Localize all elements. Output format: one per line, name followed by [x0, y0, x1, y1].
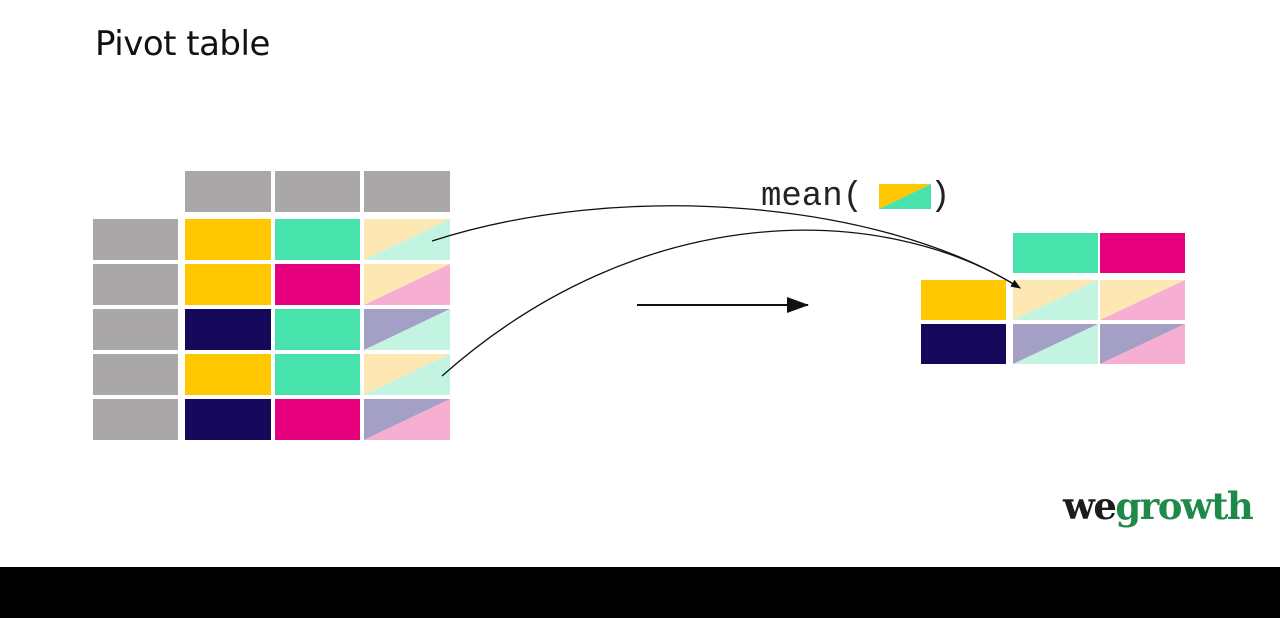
source-cell-col1	[185, 264, 271, 305]
formula-prefix: mean(	[761, 178, 863, 216]
source-column-header	[185, 171, 271, 212]
source-cell-value-lower	[364, 264, 450, 305]
source-row-header	[93, 354, 178, 395]
source-cell-col2	[275, 354, 360, 395]
connector-curve-bottom	[441, 229, 1021, 377]
pivot-diagram: mean( )	[93, 171, 1185, 440]
connector-curve-top	[431, 205, 1021, 289]
page-title: Pivot table	[95, 24, 270, 64]
formula-suffix: )	[930, 178, 950, 216]
source-cell-value	[364, 264, 450, 305]
result-row-header	[921, 280, 1006, 320]
slide: Pivot table mean( ) wegrowth	[93, 24, 1254, 525]
result-table	[921, 233, 1185, 364]
result-column-header	[1100, 233, 1185, 273]
source-cell-col1	[185, 219, 271, 260]
source-table	[93, 171, 450, 440]
source-cell-col2	[275, 264, 360, 305]
source-cell-col1	[185, 399, 271, 440]
source-cell-value-lower	[364, 219, 450, 260]
brand-logo: wegrowth	[1063, 488, 1254, 525]
source-cell-col1	[185, 309, 271, 350]
source-cell-col2	[275, 399, 360, 440]
source-cell-value-lower	[364, 309, 450, 350]
source-column-header	[364, 171, 450, 212]
bottom-bar	[0, 567, 1280, 618]
result-column-header	[1013, 233, 1098, 273]
result-cell-mean	[1013, 324, 1098, 364]
result-cell-mean-lower	[1100, 324, 1185, 364]
source-cell-value	[364, 309, 450, 350]
source-column-header	[275, 171, 360, 212]
source-cell-value	[364, 354, 450, 395]
brand-growth: growth	[1115, 484, 1253, 528]
source-cell-col2	[275, 309, 360, 350]
result-cell-mean-lower	[1013, 280, 1098, 320]
source-cell-col1	[185, 354, 271, 395]
result-cell-mean	[1013, 280, 1098, 320]
result-cell-mean	[1100, 324, 1185, 364]
source-cell-value	[364, 219, 450, 260]
result-row-header	[921, 324, 1006, 364]
formula-swatch-icon	[879, 184, 931, 209]
source-row-header	[93, 219, 178, 260]
source-row-header	[93, 309, 178, 350]
source-row-header	[93, 399, 178, 440]
source-cell-value	[364, 399, 450, 440]
result-cell-mean	[1100, 280, 1185, 320]
result-cell-mean-lower	[1013, 324, 1098, 364]
source-cell-value-lower	[364, 354, 450, 395]
source-cell-col2	[275, 219, 360, 260]
formula-swatch-green	[879, 184, 931, 209]
brand-we: we	[1063, 484, 1117, 528]
source-row-header	[93, 264, 178, 305]
result-cell-mean-lower	[1100, 280, 1185, 320]
source-cell-value-lower	[364, 399, 450, 440]
